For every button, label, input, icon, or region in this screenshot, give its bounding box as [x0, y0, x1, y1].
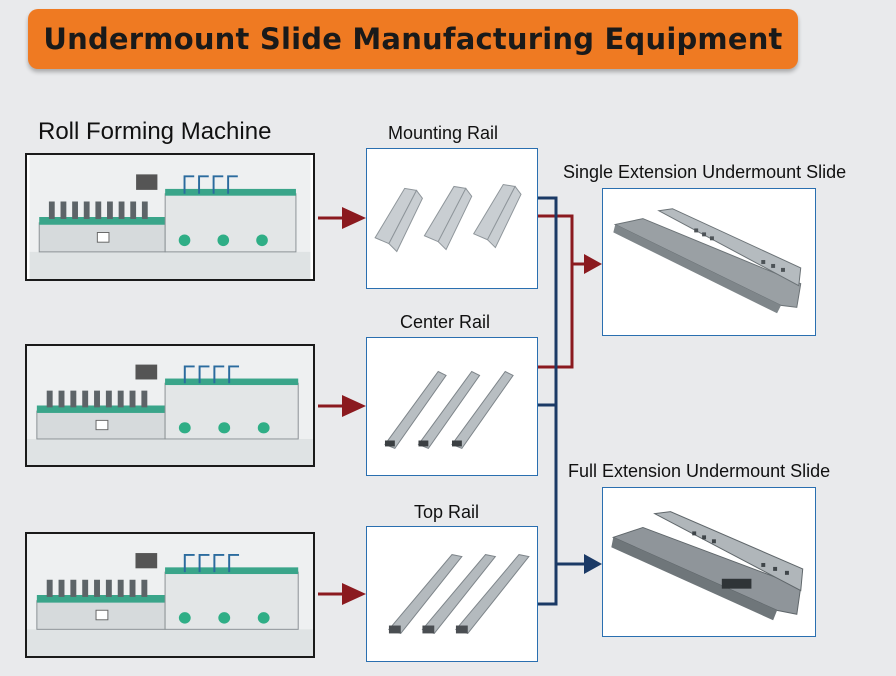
mounting-rail-image: [374, 183, 522, 253]
single-extension-slide-box: [602, 188, 816, 336]
full-extension-slide-box: [602, 487, 816, 637]
title-banner: Undermount Slide Manufacturing Equipment: [28, 9, 798, 69]
machine-section-label: Roll Forming Machine: [38, 118, 272, 145]
mounting-rail-box: [366, 148, 538, 289]
product-label-single: Single Extension Undermount Slide: [563, 162, 847, 182]
top-rail-image: [388, 554, 530, 634]
blue-flow-lines: [538, 196, 588, 606]
machine-image: [27, 346, 313, 465]
full-extension-slide-image: [611, 511, 804, 621]
roll-forming-machine-2: [25, 344, 315, 467]
arrow-to-full-extension: [584, 554, 602, 574]
roll-forming-machine-1: [25, 153, 315, 281]
rail-label-top: Top Rail: [414, 502, 480, 522]
product-label-full: Full Extension Undermount Slide: [568, 461, 831, 481]
rail-label-mounting: Mounting Rail: [388, 123, 499, 143]
top-rail-box: [366, 526, 538, 662]
machine-image: [29, 155, 311, 279]
page-title: Undermount Slide Manufacturing Equipment: [43, 22, 783, 56]
machine-image: [27, 534, 313, 656]
arrow-to-single-extension: [584, 254, 602, 274]
center-rail-image: [384, 370, 514, 449]
machine-to-rail-arrows: [318, 207, 366, 605]
rail-label-center: Center Rail: [400, 312, 491, 332]
center-rail-box: [366, 337, 538, 476]
red-flow-lines: [538, 214, 588, 369]
single-extension-slide-image: [613, 208, 802, 314]
roll-forming-machine-3: [25, 532, 315, 658]
